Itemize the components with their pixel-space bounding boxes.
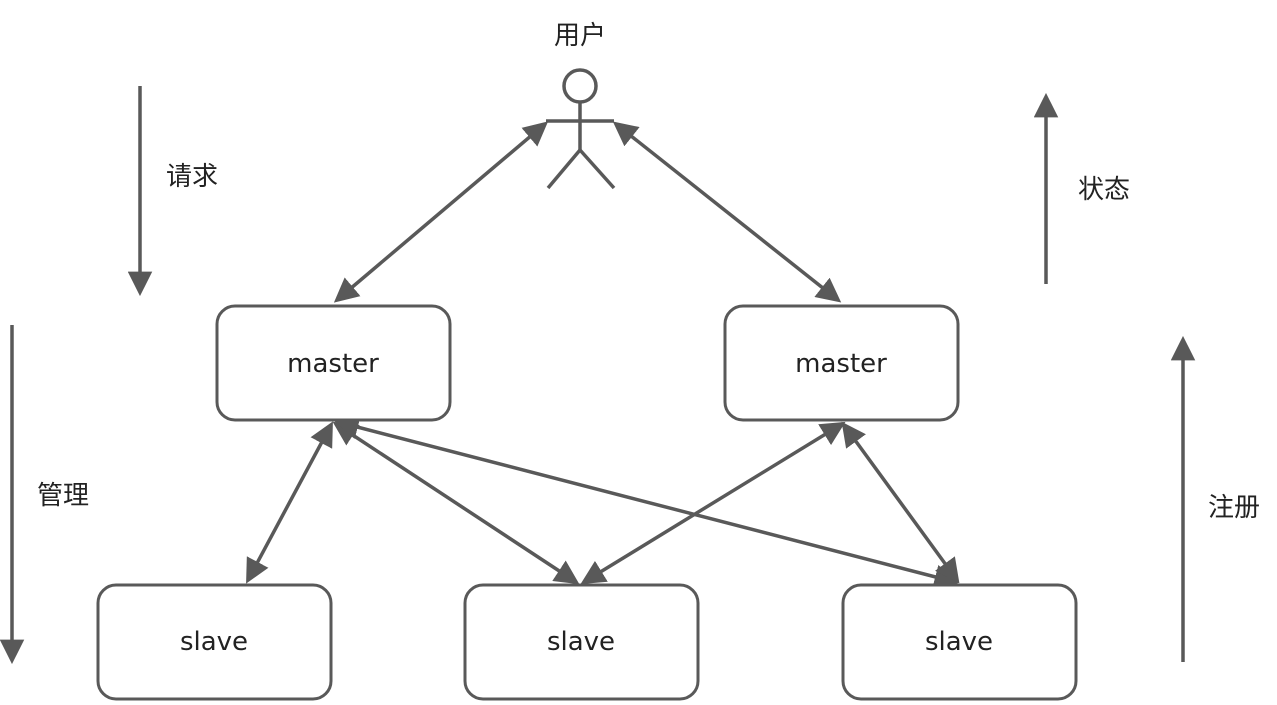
edge-master-right-slave-middle [580, 421, 846, 585]
master-node-left-label: master [287, 349, 379, 379]
edge-master-left-slave-middle [332, 421, 580, 585]
edge-master-left-slave-right [334, 415, 959, 589]
actor-head [562, 68, 598, 104]
user-actor: 用户 [546, 21, 616, 190]
slave-node-right: slave [841, 583, 1078, 701]
user-actor-label: 用户 [554, 21, 606, 51]
slave-node-left-label: slave [180, 627, 248, 657]
status-label: 状态 [1078, 175, 1130, 205]
manage-label: 管理 [37, 481, 89, 511]
actor-left-leg [546, 148, 582, 190]
register-label: 注册 [1208, 493, 1260, 523]
slave-node-right-label: slave [925, 627, 993, 657]
master-node-right-label: master [795, 349, 887, 379]
slave-node-left: slave [96, 583, 333, 701]
edge-master-left-slave-left [246, 421, 333, 584]
actor-right-leg [578, 148, 616, 190]
slave-node-middle: slave [463, 583, 700, 701]
request-label: 请求 [166, 162, 218, 192]
slave-node-middle-label: slave [547, 627, 615, 657]
edge-user-master-left [333, 121, 549, 303]
edge-master-right-slave-right [841, 421, 960, 584]
master-node-right: master [723, 304, 960, 422]
master-node-left: master [215, 304, 452, 422]
edge-user-master-right [612, 121, 842, 303]
